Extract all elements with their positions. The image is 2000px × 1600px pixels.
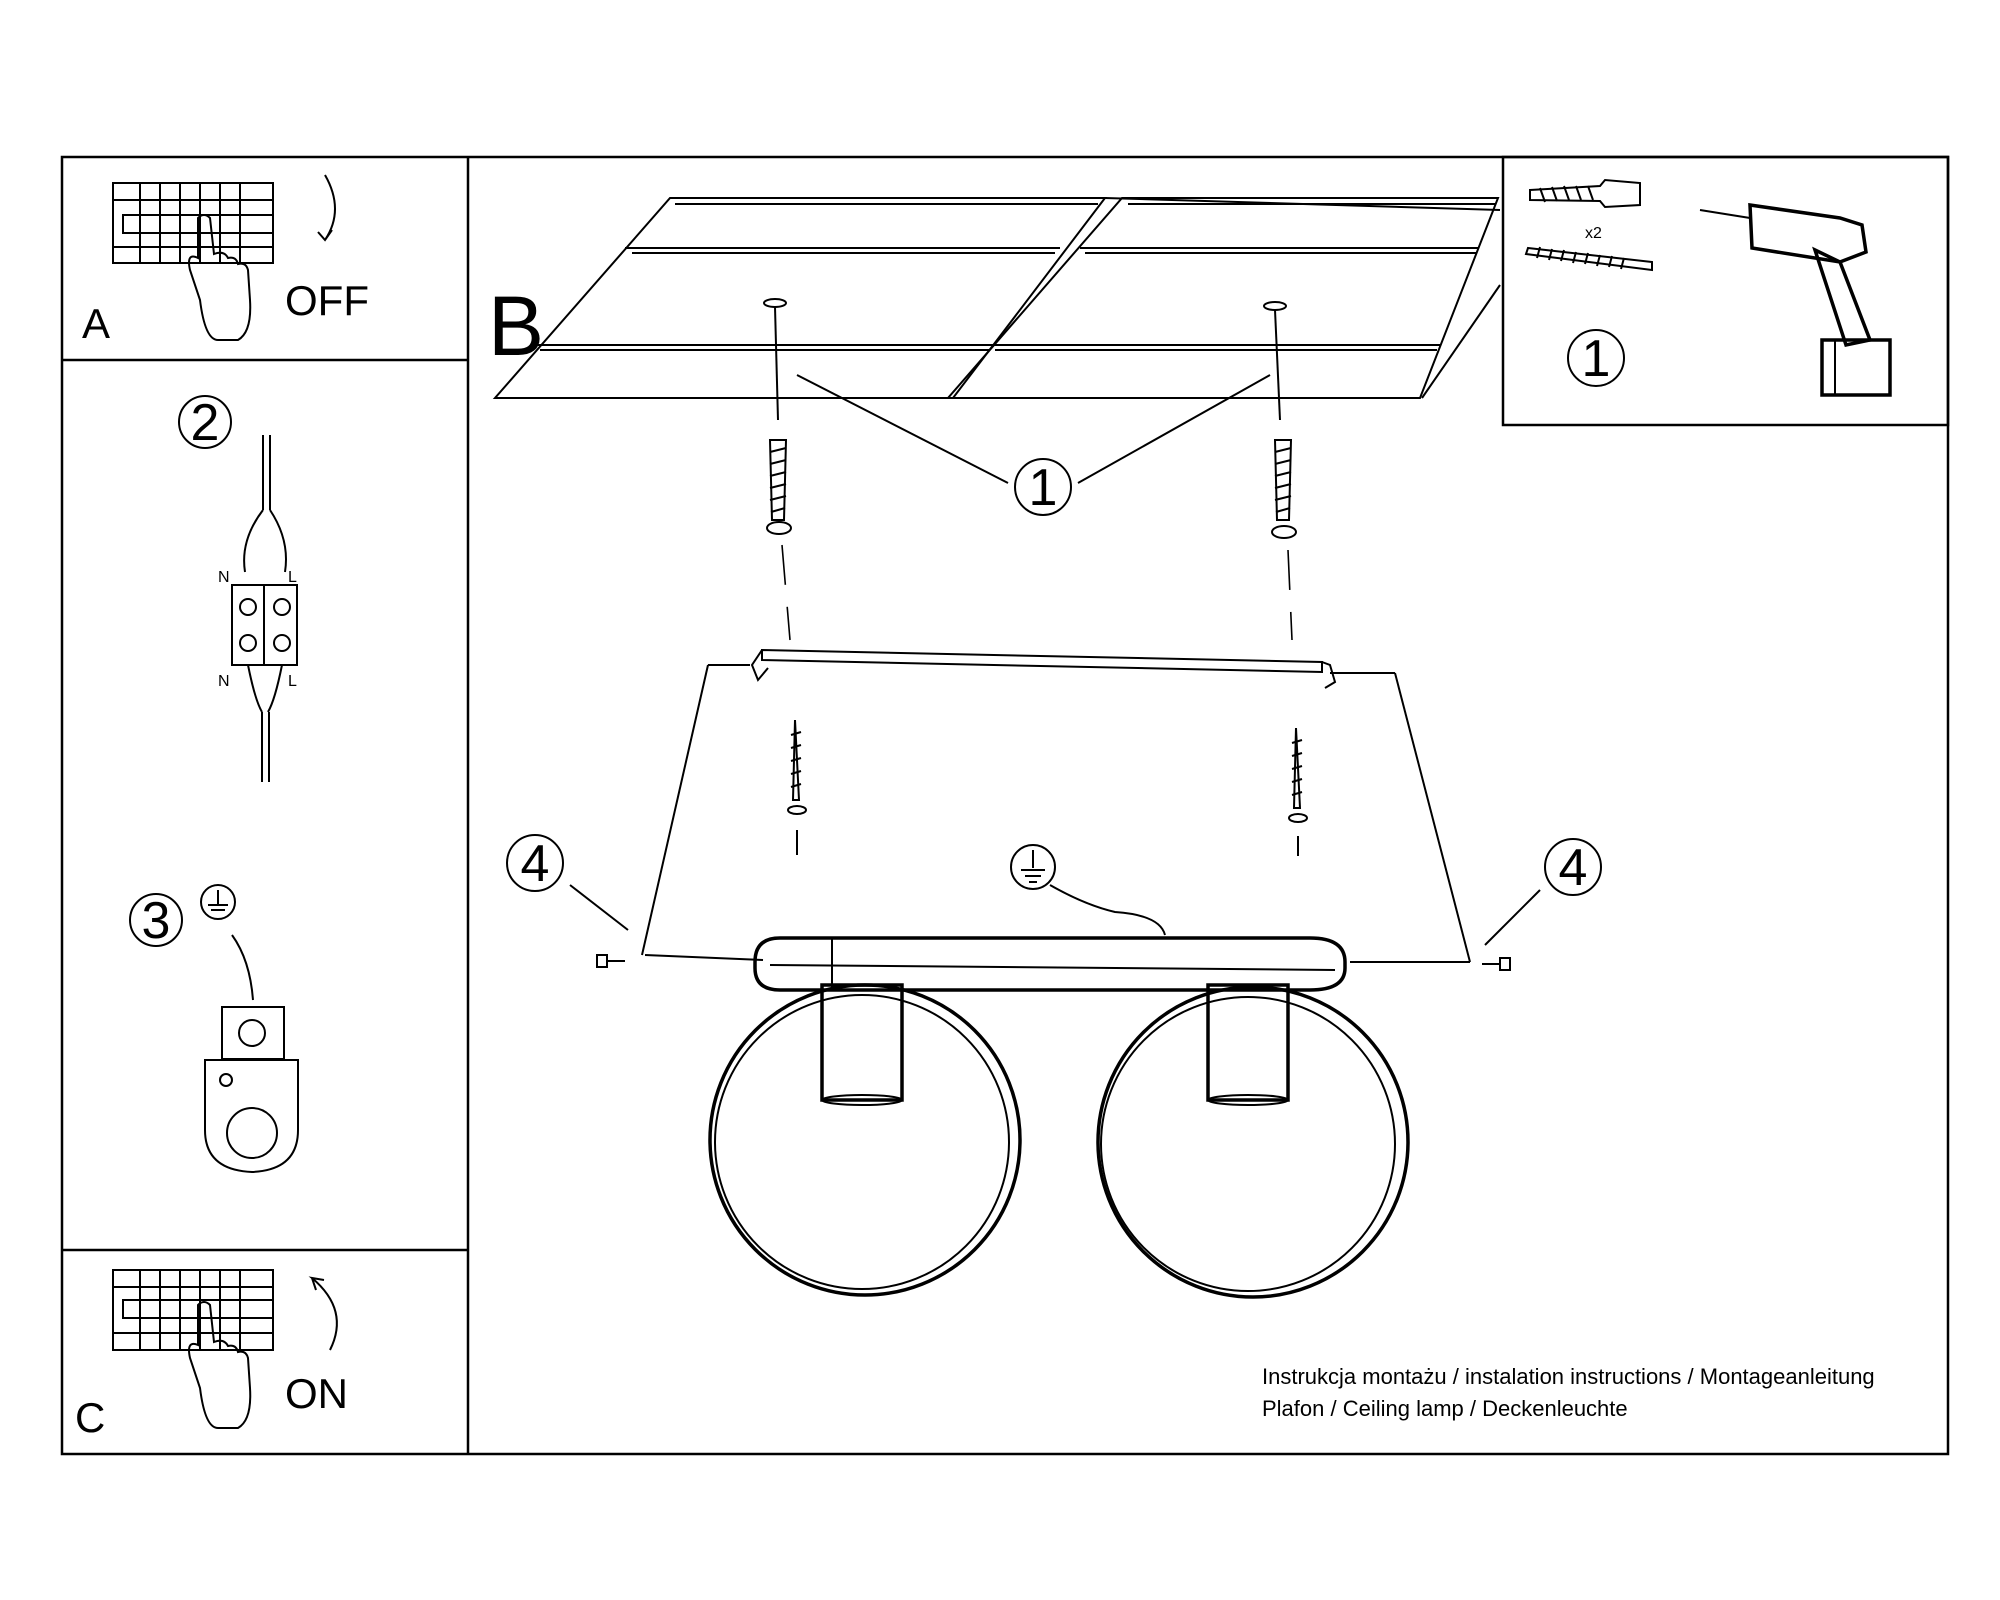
arrow-up-icon	[308, 1276, 338, 1351]
neutral-label-top: N	[218, 569, 230, 586]
drill-icon	[1699, 202, 1892, 397]
power-cable-top	[243, 435, 287, 573]
ceiling-panels	[492, 197, 1501, 399]
on-label: ON	[285, 1370, 348, 1417]
terminal-block-icon	[231, 584, 298, 666]
callout-circle-3	[129, 893, 183, 947]
arrow-down-icon	[317, 174, 336, 242]
circuit-breaker-icon	[112, 1269, 274, 1351]
panel-c-step: C ON	[75, 1269, 348, 1441]
tools-panel	[1501, 155, 1950, 427]
power-cable-bottom	[247, 664, 283, 782]
hand-icon	[188, 214, 252, 341]
panel-a-step: A OFF	[82, 174, 369, 347]
screw-kit-icon	[1524, 246, 1653, 272]
spotlight-right	[1206, 983, 1290, 1106]
callout-1-label: 1	[1029, 459, 1058, 517]
ground-symbol-icon	[1010, 844, 1056, 890]
caption-line-2: Plafon / Ceiling lamp / Deckenleuchte	[1262, 1396, 1628, 1421]
callout-4-left-label: 4	[521, 835, 550, 893]
wall-plug-right	[1271, 439, 1297, 539]
side-screw-right	[1482, 957, 1511, 971]
live-label-top: L	[288, 569, 297, 586]
lamp-ring-right	[1096, 985, 1410, 1299]
hand-icon	[188, 1301, 252, 1429]
wall-plug-kit-icon	[1529, 178, 1641, 209]
callout-circle-4-left	[506, 834, 564, 892]
mounting-bracket	[750, 648, 1337, 689]
callout-4-right-label: 4	[1559, 839, 1588, 897]
callout-1-tools-label: 1	[1582, 330, 1611, 388]
callout-circle-1	[1014, 458, 1072, 516]
circuit-breaker-icon	[112, 182, 274, 264]
side-screw-left	[596, 954, 625, 968]
spotlight-left	[820, 983, 904, 1106]
ground-symbol-icon	[200, 884, 236, 920]
outer-frame	[60, 155, 1950, 1456]
lamp-ring-left	[708, 983, 1022, 1297]
off-label: OFF	[285, 277, 369, 324]
neutral-label-bottom: N	[218, 673, 230, 690]
callout-circle-4-right	[1544, 838, 1602, 896]
callout-3-label: 3	[142, 892, 171, 950]
quantity-label: x2	[1585, 225, 1602, 242]
ground-step: 3	[129, 884, 299, 1174]
step-letter-a: A	[82, 300, 110, 347]
step-letter-c: C	[75, 1394, 105, 1441]
live-label-bottom: L	[288, 673, 297, 690]
lamp-canopy	[753, 936, 1347, 992]
ground-terminal-icon	[204, 1006, 299, 1174]
drill-hole-right	[1263, 301, 1287, 311]
callout-2-label: 2	[191, 394, 220, 452]
screw-left	[787, 719, 807, 815]
caption-line-1: Instrukcja montażu / instalation instruc…	[1262, 1364, 1875, 1389]
ground-wire	[1049, 884, 1166, 936]
callout-circle-2	[178, 395, 232, 449]
wall-plug-left	[766, 439, 792, 535]
callout-circle-1-tools	[1567, 329, 1625, 387]
step-letter-b: B	[488, 279, 544, 373]
wiring-step: 2 N L N L	[178, 394, 298, 782]
ground-wire	[231, 934, 254, 1001]
screw-right	[1288, 727, 1308, 823]
drill-hole-left	[763, 298, 787, 308]
